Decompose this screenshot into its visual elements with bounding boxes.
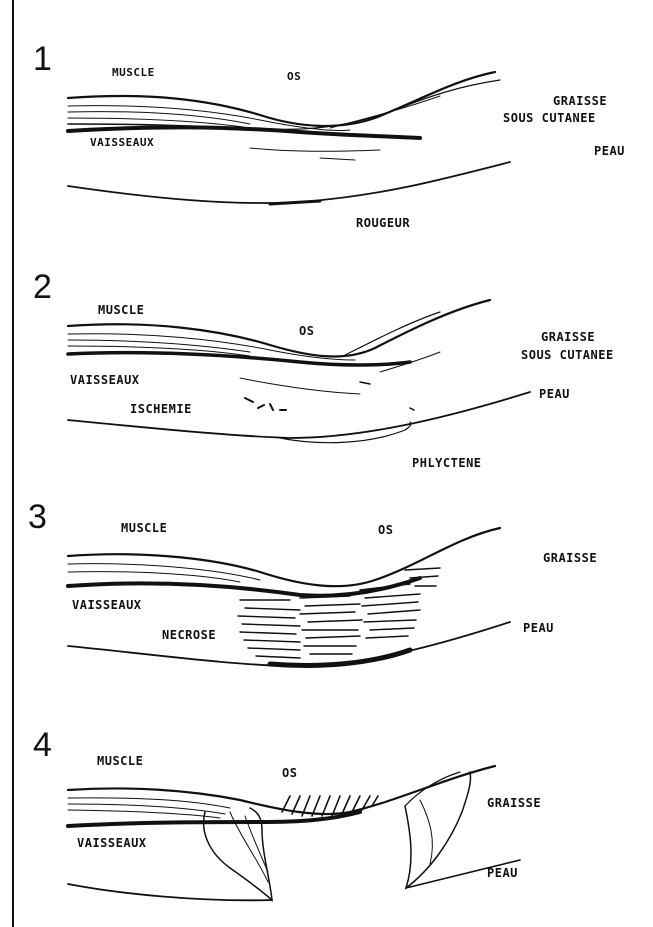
label-muscle: MUSCLE [97,754,143,768]
label-graisse: GRAISSE [487,796,541,810]
label-os: OS [282,766,297,780]
panel-number-1: 1 [33,42,52,76]
label-sous-cutanee: SOUS CUTANEE [521,348,614,362]
label-vaisseaux: VAISSEAUX [90,136,154,149]
label-peau: PEAU [594,144,625,158]
label-muscle: MUSCLE [121,521,167,535]
label-muscle: MUSCLE [112,66,155,79]
panel-number-3: 3 [28,500,47,534]
label-sous-cutanee: SOUS CUTANEE [503,111,596,125]
panel-3-drawing [68,528,510,666]
label-phlyctene: PHLYCTENE [412,456,482,470]
label-peau: PEAU [523,621,554,635]
label-necrose: NECROSE [162,628,216,642]
label-vaisseaux: VAISSEAUX [77,836,147,850]
label-vaisseaux: VAISSEAUX [72,598,142,612]
label-muscle: MUSCLE [98,303,144,317]
label-vaisseaux: VAISSEAUX [70,373,140,387]
label-os: OS [378,523,393,537]
label-peau: PEAU [539,387,570,401]
label-peau: PEAU [487,866,518,880]
label-graisse: GRAISSE [541,330,595,344]
panel-number-4: 4 [33,728,52,762]
panel-4-drawing [68,766,520,900]
label-rougeur: ROUGEUR [356,216,410,230]
panel-2-drawing [68,300,530,443]
panel-number-2: 2 [33,270,52,304]
label-graisse: GRAISSE [553,94,607,108]
label-graisse: GRAISSE [543,551,597,565]
label-os: OS [287,70,301,83]
label-os: OS [299,324,314,338]
label-ischemie: ISCHEMIE [130,402,192,416]
